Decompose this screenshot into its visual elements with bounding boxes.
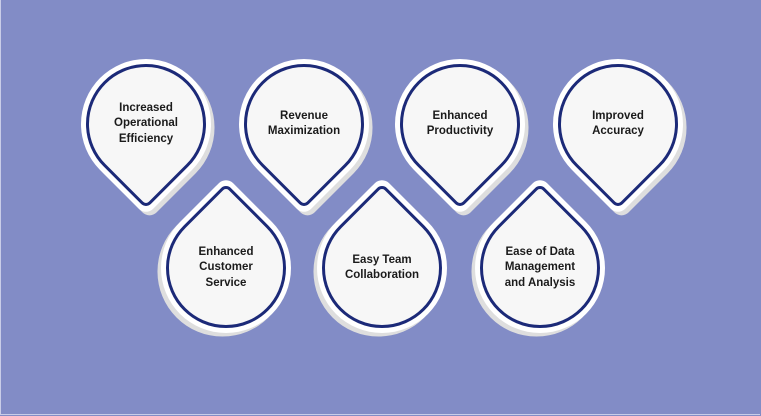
benefit-label: Revenue Maximization [267, 109, 341, 138]
benefit-label: Improved Accuracy [592, 109, 644, 138]
benefit-label: Enhanced Customer Service [198, 245, 254, 289]
benefit-label: Ease of Data Management and Analysis [504, 245, 576, 289]
benefit-drop-enhanced-customer-service: Enhanced Customer Service [134, 176, 318, 360]
benefit-drop-easy-team-collaboration: Easy Team Collaboration [290, 176, 474, 360]
benefit-drop-ease-of-data-management: Ease of Data Management and Analysis [448, 176, 632, 360]
benefit-label: Enhanced Productivity [426, 109, 494, 138]
benefit-drop-increased-operational-efficiency: Increased Operational Efficiency [54, 32, 238, 216]
benefit-drop-enhanced-productivity: Enhanced Productivity [368, 32, 552, 216]
benefit-label: Easy Team Collaboration [344, 253, 420, 282]
benefit-drop-improved-accuracy: Improved Accuracy [526, 32, 710, 216]
benefit-drop-revenue-maximization: Revenue Maximization [212, 32, 396, 216]
benefit-label: Increased Operational Efficiency [114, 101, 178, 145]
